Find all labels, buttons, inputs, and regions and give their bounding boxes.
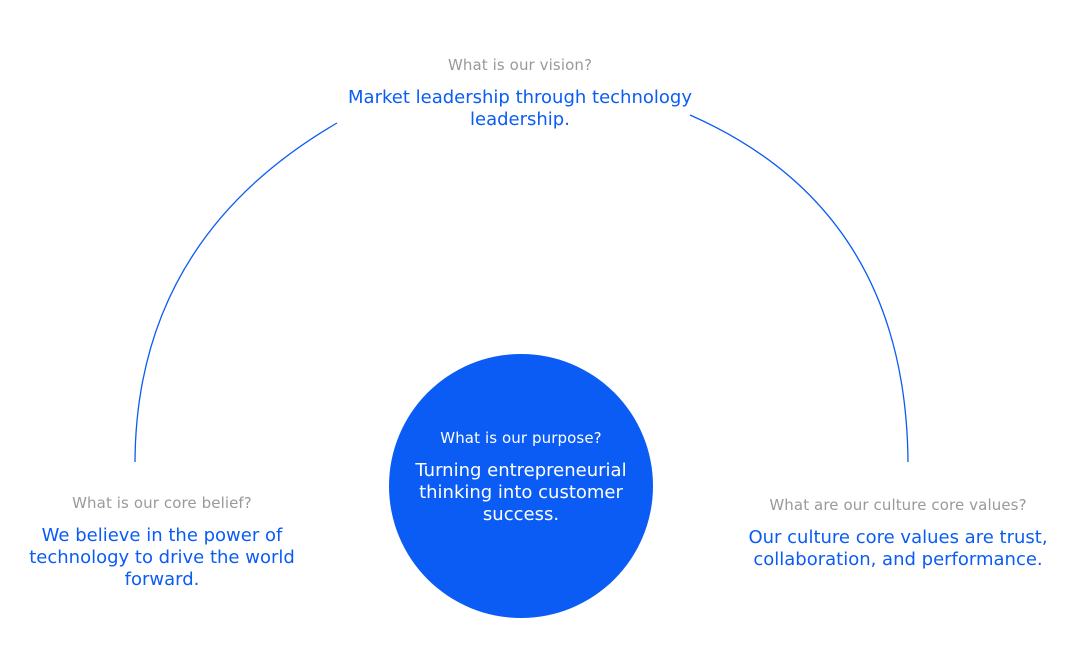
purpose-circle: What is our purpose? Turning entrepreneu… (389, 354, 653, 618)
purpose-block: What is our purpose? Turning entrepreneu… (389, 428, 653, 526)
purpose-answer: Turning entrepreneurial thinking into cu… (415, 460, 627, 525)
core-belief-block: What is our core belief? We believe in t… (2, 493, 322, 591)
culture-values-question: What are our culture core values? (769, 496, 1027, 514)
vision-question: What is our vision? (447, 56, 593, 74)
vision-answer: Market leadership through technology lea… (348, 87, 692, 130)
core-belief-answer: We believe in the power of technology to… (29, 525, 295, 590)
purpose-question: What is our purpose? (440, 429, 602, 447)
culture-values-answer: Our culture core values are trust, colla… (748, 527, 1048, 570)
culture-values-block: What are our culture core values? Our cu… (720, 495, 1076, 571)
core-belief-question: What is our core belief? (72, 494, 252, 512)
vision-block: What is our vision? Market leadership th… (340, 55, 700, 131)
right-arc (689, 114, 909, 463)
left-arc (134, 122, 338, 463)
